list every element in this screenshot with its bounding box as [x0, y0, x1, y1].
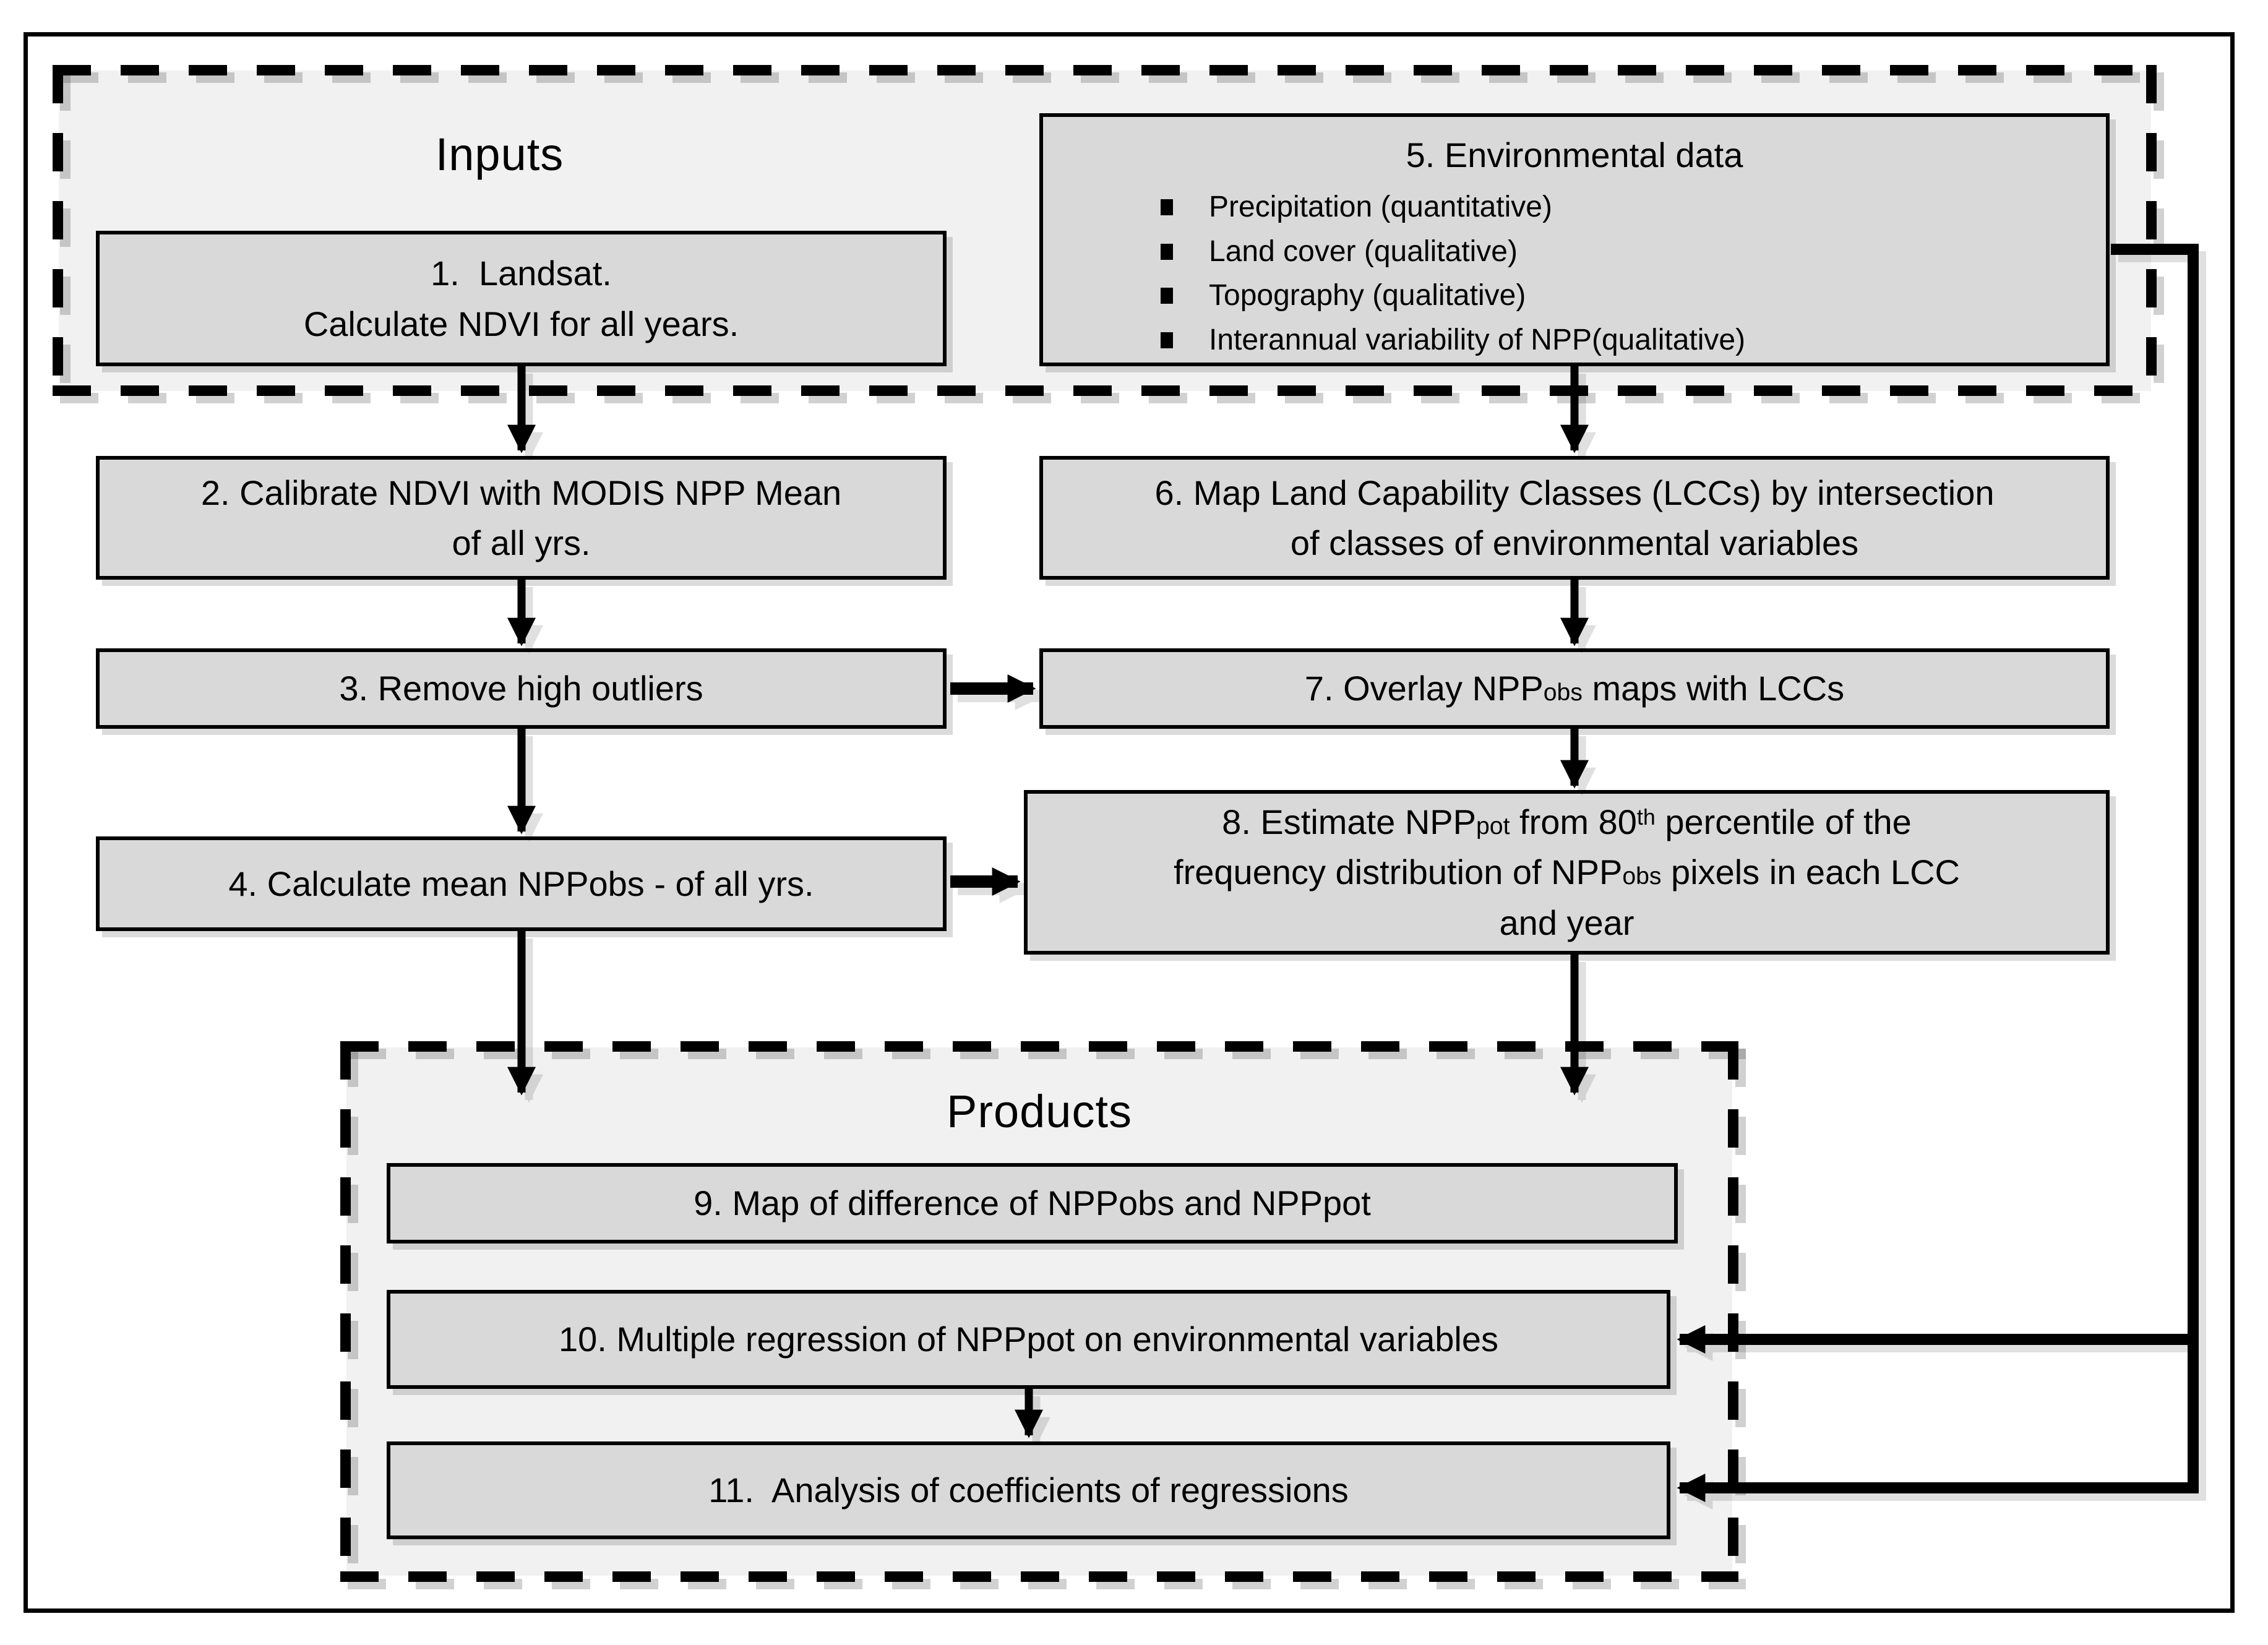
box-9-map-of-difference: 9. Map of difference of NPPobs and NPPpo… — [387, 1163, 1678, 1243]
products-dashed-border-right — [1728, 1041, 1738, 1582]
box-5-environmental-data: 5. Environmental data Precipitation (qua… — [1039, 113, 2110, 366]
inputs-dashed-border-left — [53, 65, 63, 396]
products-section-title: Products — [946, 1086, 1133, 1137]
list-item: Interannual variability of NPP(qualitati… — [1161, 322, 2106, 358]
box-7-overlay-nppobs-with-lccs: 7. Overlay NPPobs maps with LCCs — [1039, 648, 2110, 729]
box-4-text: 4. Calculate mean NPPobs - of all yrs. — [228, 864, 814, 903]
box-10-multiple-regression: 10. Multiple regression of NPPpot on env… — [387, 1290, 1670, 1389]
box-6-line-2: of classes of environmental variables — [1290, 523, 1859, 562]
box-7-seg: maps with LCCs — [1582, 669, 1845, 708]
box-8-seg: frequency distribution of NPP — [1174, 853, 1623, 892]
box-8-seg: from 80 — [1510, 802, 1637, 842]
box-7-seg: 7. Overlay NPP — [1304, 669, 1544, 708]
bullet-text: Interannual variability of NPP(qualitati… — [1209, 323, 1746, 356]
inputs-dashed-border-top — [53, 65, 2157, 75]
box-8-superscript-th: th — [1636, 805, 1656, 830]
box-8-seg: 8. Estimate NPP — [1222, 802, 1476, 842]
box-11-text: 11. Analysis of coefficients of regressi… — [708, 1471, 1349, 1510]
box-5-title: 5. Environmental data — [1406, 135, 1743, 174]
box-2-line-2: of all yrs. — [452, 523, 591, 562]
products-dashed-border-top — [340, 1041, 1738, 1052]
box-8-subscript-obs: obs — [1622, 863, 1662, 890]
box-3-text: 3. Remove high outliers — [339, 669, 703, 708]
square-bullet-icon — [1161, 332, 1173, 348]
box-1-line-2: Calculate NDVI for all years. — [303, 304, 739, 343]
box-7-text: 7. Overlay NPPobs maps with LCCs — [1305, 663, 1844, 713]
box-6-line-1: 6. Map Land Capability Classes (LCCs) by… — [1154, 473, 1995, 512]
box-8-line-2: frequency distribution of NPPobs pixels … — [1174, 847, 1960, 897]
box-8-line-1: 8. Estimate NPPpot from 80th percentile … — [1222, 797, 1912, 847]
bullet-text: Land cover (qualitative) — [1209, 234, 1518, 268]
inputs-section-title: Inputs — [435, 129, 564, 180]
box-4-calculate-mean-nppobs: 4. Calculate mean NPPobs - of all yrs. — [96, 836, 947, 931]
inputs-dashed-border-bottom — [53, 385, 2157, 396]
outer-border — [24, 32, 2235, 1613]
box-6-map-land-capability-classes: 6. Map Land Capability Classes (LCCs) by… — [1039, 456, 2110, 580]
products-dashed-border-left — [340, 1041, 351, 1582]
box-11-analysis-of-coefficients: 11. Analysis of coefficients of regressi… — [387, 1441, 1670, 1539]
box-2-calibrate-ndvi: 2. Calibrate NDVI with MODIS NPP Mean of… — [96, 456, 947, 580]
list-item: Topography (qualitative) — [1161, 278, 2106, 314]
arrow-box5-to-box11-routing — [1677, 244, 2199, 1502]
box-8-seg: pixels in each LCC — [1661, 853, 1960, 892]
box-10-text: 10. Multiple regression of NPPpot on env… — [558, 1320, 1499, 1359]
box-1-line-1: 1. Landsat. — [431, 254, 612, 293]
bullet-text: Precipitation (quantitative) — [1209, 191, 1552, 224]
products-dashed-border-bottom — [340, 1571, 1738, 1582]
box-7-subscript-obs: obs — [1543, 679, 1583, 707]
list-item: Precipitation (quantitative) — [1161, 189, 2106, 225]
box-8-line-3: and year — [1499, 903, 1634, 942]
box-5-bullet-list: Precipitation (quantitative) Land cover … — [1043, 189, 2106, 358]
square-bullet-icon — [1161, 199, 1173, 215]
box-8-seg: percentile of the — [1655, 802, 1912, 842]
box-9-text: 9. Map of difference of NPPobs and NPPpo… — [694, 1183, 1371, 1223]
box-8-estimate-npppot-percentile: 8. Estimate NPPpot from 80th percentile … — [1024, 790, 2110, 955]
square-bullet-icon — [1161, 288, 1173, 304]
bullet-text: Topography (qualitative) — [1209, 279, 1526, 312]
box-3-remove-high-outliers: 3. Remove high outliers — [96, 648, 947, 729]
list-item: Land cover (qualitative) — [1161, 234, 2106, 270]
box-8-subscript-pot: pot — [1475, 813, 1510, 840]
inputs-dashed-border-right — [2146, 65, 2157, 396]
box-2-line-1: 2. Calibrate NDVI with MODIS NPP Mean — [200, 473, 842, 512]
box-1-landsat-calculate-ndvi: 1. Landsat. Calculate NDVI for all years… — [96, 231, 947, 366]
square-bullet-icon — [1161, 243, 1173, 260]
